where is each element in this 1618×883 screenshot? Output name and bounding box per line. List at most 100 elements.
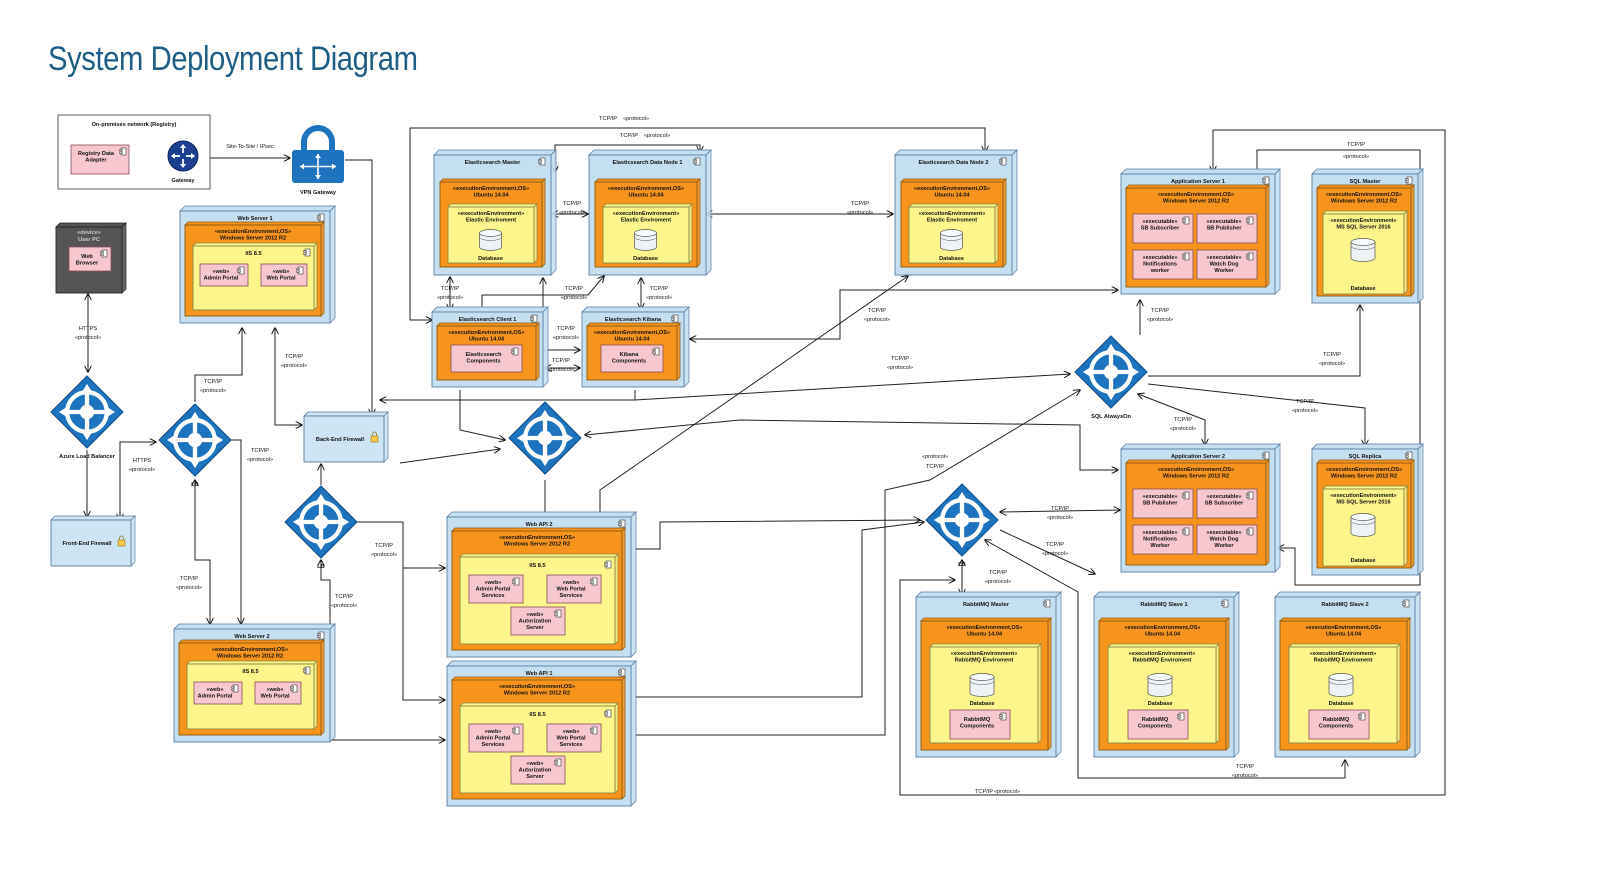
connector (380, 390, 636, 400)
connector (1000, 510, 1120, 512)
connector-label: TCP/IP (851, 201, 869, 207)
component-label: Admin Portal (204, 276, 239, 282)
elasticsearch-kibana[interactable]: Elasticsearch Kibana«executionEnvironmen… (581, 306, 690, 388)
env-os: Ubuntu 14.04 (967, 632, 1003, 638)
elasticsearch-data-node-1[interactable]: Elasticsearch Data Node 1«executionEnvir… (588, 149, 712, 276)
env-os: Ubuntu 14.04 (469, 337, 505, 343)
sql-always-on[interactable]: SQL AlwaysOn (1074, 335, 1148, 420)
connector-label: «protocol» (200, 388, 226, 394)
database-icon (479, 229, 502, 251)
elasticsearch-master[interactable]: Elasticsearch Master«executionEnvironmen… (433, 149, 557, 276)
connector-label: HTTPS (79, 326, 98, 332)
azure-load-balancer[interactable]: Azure Load Balancer (50, 375, 124, 460)
connector-label: TCP/IP (891, 356, 909, 362)
lb-web[interactable]: LB (158, 403, 232, 488)
application-server-2[interactable]: Application Server 2«executionEnvironmen… (1120, 443, 1281, 573)
env-stereotype: «executionEnvironment,OS» (215, 229, 291, 235)
web-api-1[interactable]: Web API 1«executionEnvironment,OS»Window… (446, 660, 637, 807)
component-sb-subscriber[interactable]: «executable»SB Subscriber (1196, 488, 1258, 519)
connector-label: TCP/IP (1323, 352, 1341, 358)
component-label: Notifications (1143, 262, 1177, 268)
connector (459, 390, 505, 440)
connector-label: «protocol» (922, 454, 948, 460)
component-web-portal[interactable]: «web»Web Portal (254, 681, 302, 705)
web-api-2[interactable]: Web API 2«executionEnvironment,OS»Window… (446, 511, 637, 658)
lb-elastic[interactable] (508, 401, 582, 475)
back-end-firewall[interactable]: Back-End Firewall (303, 411, 389, 463)
env-os: Windows Server 2012 R2 (217, 654, 283, 660)
node-title: Application Server 1 (1171, 179, 1225, 185)
env-os: Ubuntu 14.04 (934, 193, 970, 199)
component-label: Elasticsearch (465, 352, 502, 358)
web-server-2[interactable]: Web Server 2«executionEnvironment,OS»Win… (173, 623, 336, 743)
component-stereotype: «executable» (1206, 255, 1241, 261)
component-label: Services (559, 593, 582, 599)
gateway-router-icon[interactable] (167, 140, 199, 172)
component-label: Admin Portal (476, 587, 511, 593)
component-admin-portal[interactable]: «web»Admin Portal (193, 681, 243, 705)
connector-label: TCP/IP (620, 133, 638, 139)
component-sb-publisher[interactable]: «executable»SB Publisher (1196, 213, 1258, 244)
connector (634, 374, 1070, 401)
component-label: RabbitMQ (1323, 717, 1350, 723)
component-stereotype: «web» (526, 612, 543, 618)
component-sb-publisher[interactable]: «executable»SB Publisher (1132, 488, 1194, 519)
lb-rabbitmq[interactable]: LB (925, 483, 999, 568)
inner-name: Elastic Enviroment (927, 218, 977, 224)
sql-replica[interactable]: SQL Replica«executionEnvironment,OS»Wind… (1311, 443, 1424, 576)
env-stereotype: «executionEnvironment,OS» (1124, 625, 1200, 631)
component-label: Admin Portal (476, 736, 511, 742)
elasticsearch-client-1[interactable]: Elasticsearch Client 1«executionEnvironm… (431, 306, 549, 388)
database-icon (1350, 238, 1376, 262)
connector-label: «protocol» (1047, 515, 1073, 521)
rabbitmq-slave-2[interactable]: RabbitMQ Slave 2«executionEnvironment,OS… (1274, 591, 1421, 758)
node-title: Web API 2 (525, 522, 552, 528)
component-sb-subscriber[interactable]: «executable»SB Subscriber (1132, 213, 1194, 244)
application-server-1[interactable]: Application Server 1«executionEnvironmen… (1120, 168, 1281, 295)
node-title: Web Server 2 (234, 634, 269, 640)
vpn-gateway[interactable]: VPN Gateway (292, 125, 344, 196)
component-admin-portal[interactable]: «web»Admin Portal (199, 263, 249, 287)
component-label: RabbitMQ (964, 717, 991, 723)
database-label: Database (970, 701, 995, 707)
inner-stereotype: «executionEnvironment» (1330, 493, 1397, 499)
component-web-portal[interactable]: «web»Web Portal (260, 263, 308, 287)
connector (120, 442, 156, 520)
connector-label: TCP/IP (868, 308, 886, 314)
env-os: Ubuntu 14.04 (614, 337, 650, 343)
database-icon (940, 229, 963, 251)
inner-stereotype: «executionEnvironment» (613, 211, 680, 217)
rabbitmq-slave-1[interactable]: RabbitMQ Slave 1«executionEnvironment,OS… (1093, 591, 1240, 758)
elasticsearch-data-node-2[interactable]: Elasticsearch Data Node 2«executionEnvir… (894, 149, 1018, 276)
rabbitmq-master[interactable]: RabbitMQ Master«executionEnvironment,OS»… (915, 591, 1062, 758)
connector-label: «protocol» (129, 467, 155, 473)
web-server-1[interactable]: Web Server 1«executionEnvironment,OS»Win… (179, 205, 336, 324)
connector-label: «protocol» (623, 116, 649, 122)
component-stereotype: «web» (206, 687, 223, 693)
inner-name: RabbitMQ Enviroment (1314, 658, 1373, 664)
front-end-firewall[interactable]: Front-End Firewall (50, 515, 136, 567)
connector-label: TCP/IP (375, 543, 393, 549)
component-label: Watch Dog (1209, 262, 1239, 268)
sql-master[interactable]: SQL Master«executionEnvironment,OS»Windo… (1311, 168, 1424, 304)
component-label: RabbitMQ (1142, 717, 1169, 723)
lb-api[interactable]: LB (284, 485, 358, 570)
